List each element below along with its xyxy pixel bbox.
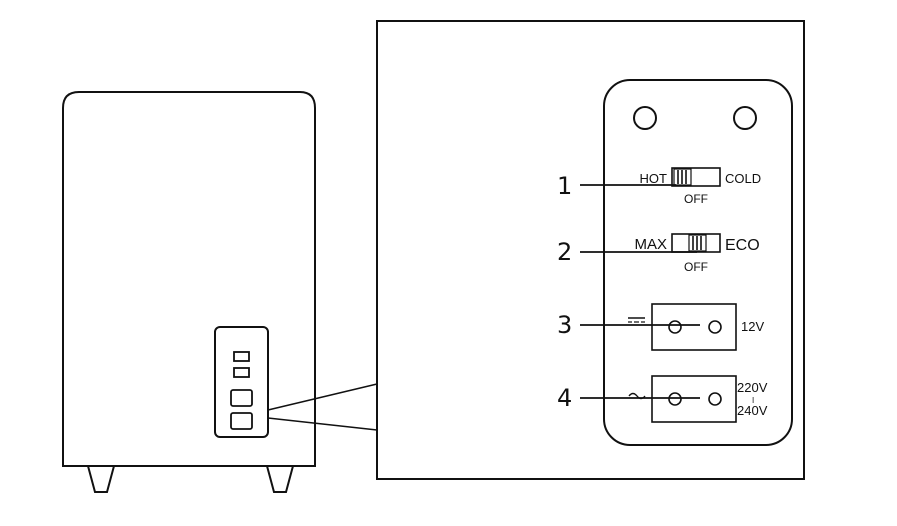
power-switch[interactable]: MAX ECO OFF [634,233,760,274]
dc-socket-frame [651,303,737,351]
cooler-panel-switch-2 [233,367,250,378]
mode-switch-cold-label: COLD [725,171,761,186]
ac-socket-pin-2 [708,392,722,406]
cooler-body [62,91,316,467]
callout-number-4: 4 [557,384,572,412]
dc-socket-pin-1 [668,320,682,334]
callout-2: 2 [557,238,697,266]
ac-socket-voltage-separator: I [752,396,754,405]
power-switch-max-label: MAX [634,236,667,253]
power-switch-eco-label: ECO [725,237,760,254]
ac-socket-voltage-top: 220V [737,380,768,395]
power-switch-knob-ridges [692,236,702,250]
cooler-unit [62,91,316,493]
dc-socket[interactable]: 12V [628,303,764,351]
callout-4: 4 [557,384,700,412]
mode-switch-knob-ridges [677,170,687,184]
cooler-foot-right [266,465,294,493]
cooler-foot-left [87,465,115,493]
ac-socket-pin-1 [668,392,682,406]
ac-socket-frame [651,375,737,423]
ac-socket-voltage-bottom: 240V [737,403,768,418]
callout-3: 3 [557,311,700,339]
zoom-lines [267,383,378,431]
callout-number-3: 3 [557,311,572,339]
direct-current-icon [628,317,645,323]
cooler-panel-socket-4 [230,412,253,430]
cooler-panel-socket-3 [230,389,253,407]
cooler-panel-switch-1 [233,351,250,362]
power-switch-off-label: OFF [684,260,708,274]
screw-left [633,106,657,130]
dc-socket-pin-2 [708,320,722,334]
mode-switch-off-label: OFF [684,192,708,206]
screw-right [733,106,757,130]
mode-switch[interactable]: HOT COLD OFF [640,167,762,206]
callout-1: 1 [557,172,676,200]
callout-number-1: 1 [557,172,572,200]
mode-switch-hot-label: HOT [640,171,668,186]
cooler-control-panel [214,326,269,438]
callout-number-2: 2 [557,238,572,266]
zoom-frame [376,20,805,480]
control-panel [603,79,793,446]
dc-socket-voltage-label: 12V [741,319,764,334]
